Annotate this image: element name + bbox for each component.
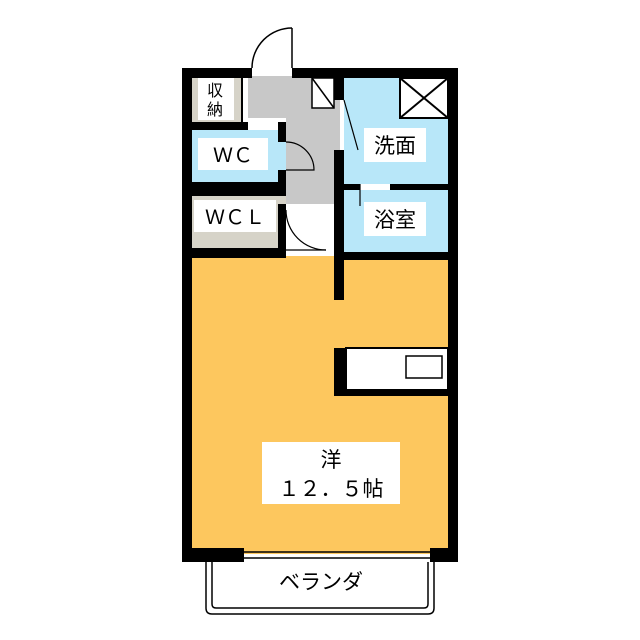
wcl-label-box	[194, 200, 276, 232]
entry-door	[251, 27, 293, 69]
washroom-label: 洗面	[374, 134, 416, 158]
storage-label-1: 収	[207, 81, 223, 100]
door-swings	[285, 99, 361, 251]
western-room-label-1: 洋	[321, 448, 342, 472]
kitchen-counter	[345, 347, 449, 391]
wc-label-box	[198, 138, 268, 170]
balcony-outline	[205, 551, 435, 615]
bathroom-label-box	[364, 202, 426, 236]
western-room-floor	[190, 256, 448, 554]
balcony-label-box	[262, 566, 380, 596]
ventilation-box	[399, 77, 449, 119]
bathroom-label: 浴室	[374, 208, 416, 232]
storage-label-box	[198, 78, 234, 120]
western-room-label-box	[262, 442, 400, 504]
balcony-label: ベランダ	[279, 570, 363, 594]
walls	[182, 68, 458, 562]
washroom-label-box	[364, 128, 426, 162]
wcl-label: ＷＣＬ	[205, 205, 265, 229]
shoe-cabinet	[311, 77, 335, 109]
western-room-label-2: １２．５帖	[279, 477, 384, 501]
storage-label-2: 納	[207, 100, 223, 119]
wc-label: ＷＣ	[213, 143, 253, 167]
